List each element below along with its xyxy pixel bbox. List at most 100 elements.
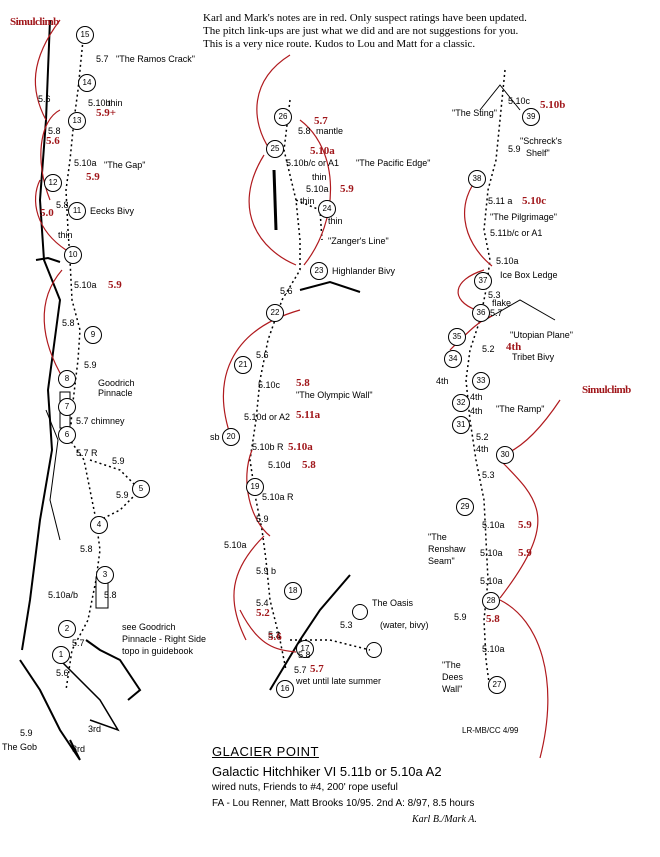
red-rating: 5.9 (108, 279, 122, 291)
rating: 5.8 (80, 544, 93, 554)
rating: 5.7 chimney (76, 416, 125, 426)
feature-label: Dees (442, 672, 464, 682)
red-rating: 5.8 (296, 377, 310, 389)
rating: 5.7 (490, 308, 503, 318)
pitch-number: 8 (58, 370, 76, 388)
rating: 5.10d (268, 460, 291, 470)
red-rating: 5.9 (518, 547, 532, 559)
feature-label: thin (328, 216, 343, 226)
simulclimb-label: Simulclimb (582, 384, 631, 396)
pitch-number: 37 (474, 272, 492, 290)
rating: 5.9 (112, 456, 125, 466)
rating: 5.9 (508, 144, 521, 154)
feature-label: Renshaw (428, 544, 466, 554)
oasis-marker (352, 604, 368, 620)
pitch-number: 30 (496, 446, 514, 464)
rating: 5.8 (48, 126, 61, 136)
pitch-number: 26 (274, 108, 292, 126)
feature-label: Shelf" (526, 148, 550, 158)
rating: 4th (470, 406, 483, 416)
pitch-number: 6 (58, 426, 76, 444)
feature-label: sb (210, 432, 220, 442)
rating: 5.10a (224, 540, 247, 550)
red-rating: 5.9+ (96, 107, 117, 119)
rating: 5.10b R (252, 442, 284, 452)
pitch-number: 34 (444, 350, 462, 368)
pitch-number: 23 (310, 262, 328, 280)
feature-label: topo in guidebook (122, 646, 194, 656)
pitch-number: 5 (132, 480, 150, 498)
rating: 5.11b/c or A1 (490, 228, 543, 238)
rating: 5.3 (340, 620, 353, 630)
rating: 5.8 (56, 200, 69, 210)
pitch-number: 17 (296, 640, 314, 658)
pitch-number: 32 (452, 394, 470, 412)
pitch-number: 39 (522, 108, 540, 126)
rating: 5.2 (482, 344, 495, 354)
rating: 5.6 (56, 668, 69, 678)
pitch-number: 22 (266, 304, 284, 322)
rating: 5.3 (488, 290, 501, 300)
red-rating: 5.7 (310, 663, 324, 675)
feature-label: Highlander Bivy (332, 266, 396, 276)
rating: 5.7 R (76, 448, 98, 458)
feature-label: 3rd (88, 724, 102, 734)
red-rating: 5.7 (314, 115, 328, 127)
pitch-number: 4 (90, 516, 108, 534)
place-title: GLACIER POINT (212, 744, 319, 759)
rating: 5.10c (258, 380, 281, 390)
rating: 5.9 (454, 612, 467, 622)
rating: 5.10a (74, 158, 97, 168)
red-rating: 5.9 (518, 519, 532, 531)
feature-label: "The Gap" (104, 160, 146, 170)
feature-label: "The Sting" (452, 108, 497, 118)
rating: 5.9 (84, 360, 97, 370)
rating: 5.9 b (256, 566, 277, 576)
rating: 5.6 (280, 286, 293, 296)
red-rating: 5.2 (256, 607, 270, 619)
rating: 5.7 (72, 638, 85, 648)
pitch-number: 15 (76, 26, 94, 44)
rating: 4th (436, 376, 449, 386)
signature: Karl B./Mark A. (412, 814, 477, 825)
rating: 5.2 (476, 432, 489, 442)
feature-label: see Goodrich (122, 622, 176, 632)
pitch-number: 13 (68, 112, 86, 130)
rating: 5.9 (116, 490, 129, 500)
feature-label: wet until late summer (296, 676, 382, 686)
rating: 4th (470, 392, 483, 402)
rating: 5.10c (508, 96, 531, 106)
pitch-number: 28 (482, 592, 500, 610)
rating: 5.10a R (262, 492, 294, 502)
pitch-number: 14 (78, 74, 96, 92)
rating: 5.10a (74, 280, 97, 290)
first-ascent: FA - Lou Renner, Matt Brooks 10/95. 2nd … (212, 798, 475, 809)
feature-label: Wall" (442, 684, 463, 694)
red-rating: 5.9 (86, 171, 100, 183)
rating: thin (300, 196, 315, 206)
pitch-number: 10 (64, 246, 82, 264)
feature-label: Eecks Bivy (90, 206, 135, 216)
feature-label: The Gob (2, 742, 38, 752)
rating: 5.9 (20, 728, 33, 738)
red-rating: 4th (506, 341, 522, 353)
rating: 5.11 a (488, 196, 513, 206)
feature-label: thin (58, 230, 73, 240)
rating: 5.8 (104, 590, 117, 600)
pitch-number: 18 (284, 582, 302, 600)
feature-label: "The (442, 660, 461, 670)
feature-label: The Oasis (372, 598, 414, 608)
credit: LR-MB/CC 4/99 (462, 726, 519, 735)
pitch-number: 38 (468, 170, 486, 188)
pitch-number: 16 (276, 680, 294, 698)
rating: 5.10b/c or A1 (286, 158, 340, 168)
red-rating: 5.0 (40, 207, 54, 219)
pitch-number: 29 (456, 498, 474, 516)
feature-label: Pinnacle (98, 388, 133, 398)
feature-label: "The Ramp" (496, 404, 545, 414)
feature-label: "Schreck's (520, 136, 562, 146)
red-rating: 5.8 (486, 613, 500, 625)
feature-label: "The (428, 532, 447, 542)
rating: 5.6 (38, 94, 51, 104)
red-rating: 5.6 (46, 135, 60, 147)
